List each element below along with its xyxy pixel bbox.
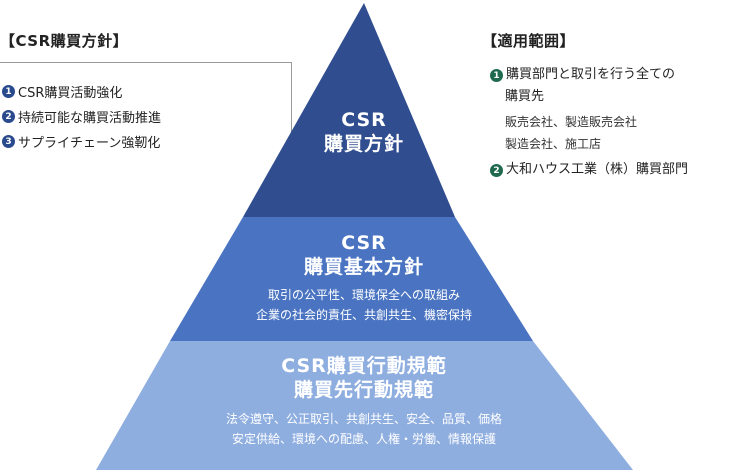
tier-middle-desc1: 取引の公平性、環境保全への取組み <box>267 288 460 302</box>
list-item-label: 購買部門と取引を行う全ての <box>506 67 676 82</box>
list-item-label: CSR購買活動強化 <box>18 86 123 101</box>
number-badge-icon: 2 <box>2 110 15 123</box>
list-item-label: サプライチェーン強靭化 <box>18 136 161 151</box>
list-item: 3 サプライチェーン強靭化 <box>2 129 302 154</box>
list-item-label: 持続可能な購買活動推進 <box>18 111 162 126</box>
tier-bottom-line2: 購買先行動規範 <box>293 379 434 401</box>
left-panel-frame <box>0 62 292 174</box>
tier-middle-desc2: 企業の社会的責任、共創共生、機密保持 <box>255 308 472 322</box>
tier-top-line2: 購買方針 <box>323 133 404 155</box>
left-panel-title: 【CSR購買方針】 <box>0 32 129 50</box>
list-item: 2 持続可能な購買活動推進 <box>2 104 302 129</box>
tier-top-line1: CSR <box>341 109 387 131</box>
tier-bottom-line1: CSR購買行動規範 <box>281 355 447 377</box>
tier-bottom-desc1: 法令遵守、公正取引、共創共生、安全、品質、価格 <box>225 412 502 426</box>
number-badge-icon: 3 <box>2 135 15 148</box>
right-panel-title: 【適用範囲】 <box>482 32 576 50</box>
sub-item: 販売会社、製造販売会社 <box>505 115 638 129</box>
number-badge-icon: 2 <box>490 164 503 177</box>
number-badge-icon: 1 <box>490 69 503 82</box>
tier-middle-label: CSR 購買基本方針 取引の公平性、環境保全への取組み 企業の社会的責任、共創共… <box>214 231 514 325</box>
pyramid-tier-top <box>243 3 455 217</box>
list-item: 1 購買部門と取引を行う全ての <box>490 64 730 86</box>
scope-list: 1 購買部門と取引を行う全ての 購買先 販売会社、製造販売会社 製造会社、施工店… <box>490 64 730 181</box>
pyramid-tier-bottom <box>96 341 633 470</box>
number-badge-icon: 1 <box>2 85 15 98</box>
list-item-label-cont: 購買先 <box>505 89 545 104</box>
list-item: 1 CSR購買活動強化 <box>2 79 302 104</box>
list-item-label: 大和ハウス工業（株）購買部門 <box>506 162 689 177</box>
list-item: 2 大和ハウス工業（株）購買部門 <box>490 159 730 181</box>
tier-bottom-label: CSR購買行動規範 購買先行動規範 法令遵守、公正取引、共創共生、安全、品質、価… <box>174 354 554 449</box>
csr-policy-list: 1 CSR購買活動強化 2 持続可能な購買活動推進 3 サプライチェーン強靭化 <box>2 79 302 154</box>
pyramid-tier-middle <box>170 217 533 341</box>
sub-item: 製造会社、施工店 <box>505 137 602 151</box>
tier-top-label: CSR 購買方針 <box>294 108 434 156</box>
tier-middle-line2: 購買基本方針 <box>303 256 424 278</box>
tier-middle-line1: CSR <box>341 232 387 254</box>
tier-bottom-desc2: 安定供給、環境への配慮、人権・労働、情報保護 <box>231 432 496 446</box>
